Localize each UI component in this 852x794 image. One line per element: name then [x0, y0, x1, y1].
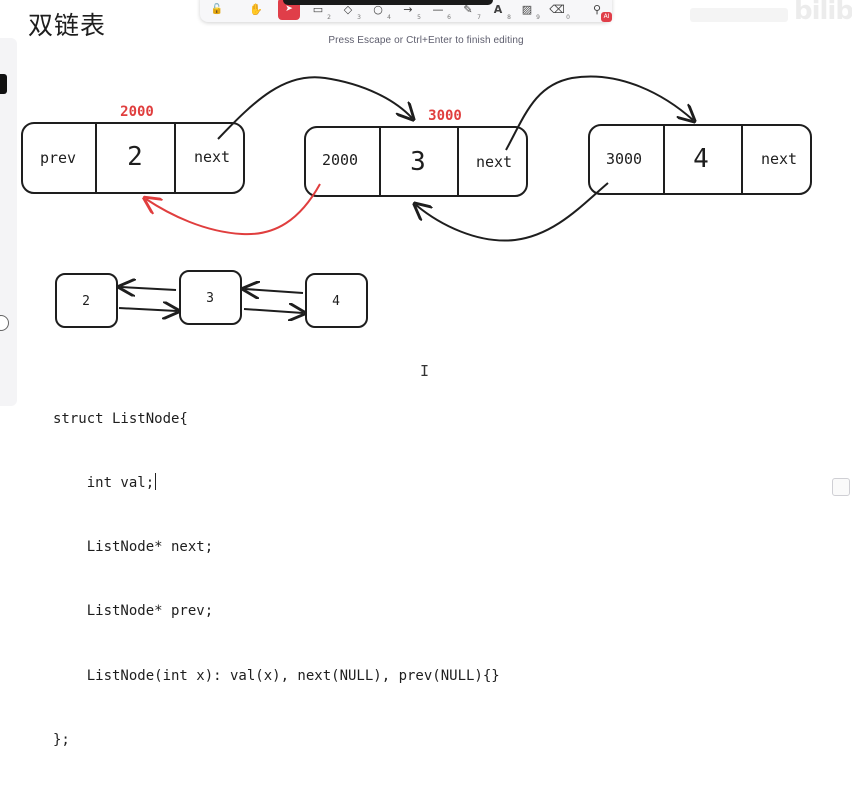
code-line: struct ListNode{ [53, 410, 188, 427]
bilibili-watermark: bilibili [794, 0, 852, 26]
editing-hint: Press Escape or Ctrl+Enter to finish edi… [328, 35, 524, 46]
side-panel[interactable] [0, 38, 17, 406]
code-line: ListNode* next; [53, 539, 214, 556]
line-icon[interactable]: —6 [432, 2, 452, 22]
arrow-next-2-to-3 [217, 76, 412, 140]
node-3-address: 3000 [428, 108, 462, 124]
node-3-value: 3 [410, 147, 426, 177]
node-2-address: 2000 [120, 104, 154, 120]
ai-shapes-icon[interactable]: ⚲AI [586, 0, 612, 22]
whiteboard-canvas[interactable]: 双链表 bilibili 🔓 ✋ ➤ ▭2 ◇3 ○4 →5 —6 ✎7 A8 … [0, 0, 852, 748]
mini-node-4[interactable]: 4 [305, 273, 368, 328]
mini-arrow-3-to-2 [121, 287, 177, 290]
side-panel-handle[interactable] [0, 74, 7, 94]
node-3[interactable]: 2000 3 next [304, 126, 528, 197]
mini-arrow-4-to-3 [245, 289, 304, 293]
rectangle-icon[interactable]: ▭2 [312, 2, 331, 22]
arrow-next-3-to-4 [505, 75, 693, 151]
node-2[interactable]: prev 2 next [21, 122, 245, 194]
arrow-icon[interactable]: →5 [403, 2, 421, 22]
mini-node-4-label: 4 [332, 294, 340, 309]
node-4-next-label: next [761, 150, 797, 168]
select-icon[interactable]: ➤ [278, 0, 300, 20]
code-line: ListNode* prev; [53, 603, 214, 620]
arrow-prev-3-to-2 [146, 183, 321, 236]
code-line: ListNode(int x): val(x), next(NULL), pre… [53, 667, 500, 684]
code-text-block[interactable]: struct ListNode{ int val; ListNode* next… [53, 366, 500, 794]
mini-node-2[interactable]: 2 [55, 273, 118, 328]
text-caret [155, 473, 157, 491]
mini-arrow-3-to-4 [243, 309, 303, 313]
pencil-icon[interactable]: ✎7 [463, 2, 481, 22]
node-4[interactable]: 3000 4 next [588, 124, 812, 195]
node-3-next-label: next [476, 153, 512, 171]
arrow-prev-4-to-3 [416, 182, 609, 242]
node-4-prev-address: 3000 [606, 150, 642, 168]
mini-arrow-2-to-3 [118, 308, 177, 311]
lock-icon[interactable]: 🔓 [210, 3, 224, 15]
blurred-watermark [690, 8, 788, 22]
corner-control-icon[interactable] [832, 478, 850, 496]
code-line: }; [53, 731, 70, 748]
diamond-icon[interactable]: ◇3 [343, 2, 361, 22]
node-2-next-label: next [194, 148, 230, 166]
node-2-prev-label: prev [40, 149, 76, 167]
mini-node-3[interactable]: 3 [179, 270, 242, 325]
node-4-value: 4 [693, 144, 709, 174]
ellipse-icon[interactable]: ○4 [373, 2, 391, 22]
doubly-linked-list-diagram: prev 2 next 2000 2000 3 next 3000 3000 4… [21, 75, 812, 328]
mini-node-3-label: 3 [206, 291, 214, 306]
code-line-active: int val; [53, 473, 157, 492]
hand-icon[interactable]: ✋ [249, 2, 263, 16]
mini-node-2-label: 2 [82, 294, 90, 309]
node-2-value: 2 [127, 142, 143, 172]
image-icon[interactable]: ▨9 [521, 2, 540, 22]
eraser-icon[interactable]: ⌫0 [549, 2, 570, 22]
node-3-prev-address: 2000 [322, 151, 358, 169]
page-title: 双链表 [28, 11, 107, 40]
ibeam-cursor-icon: I [420, 362, 430, 380]
recording-overlay-bar [283, 0, 493, 5]
